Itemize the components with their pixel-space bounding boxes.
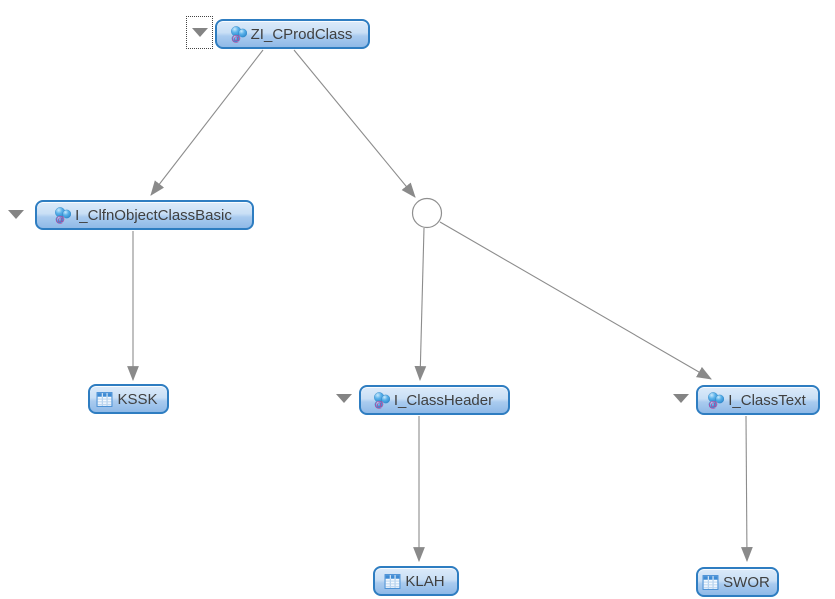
node-swor[interactable]: SWOR: [696, 567, 779, 597]
cds-view-icon: @: [707, 391, 725, 409]
table-icon: [96, 391, 113, 408]
node-label: I_ClassHeader: [393, 391, 494, 409]
collapse-triangle-icon: [7, 210, 24, 219]
node-label: I_ClassText: [728, 391, 806, 409]
node-label: KLAH: [405, 572, 445, 590]
svg-text:@: @: [56, 214, 65, 223]
svg-text:@: @: [374, 399, 383, 408]
node-i-classheader[interactable]: @ I_ClassHeader: [359, 385, 510, 415]
node-i-clfnobjectclassbasic[interactable]: @ I_ClfnObjectClassBasic: [35, 200, 254, 230]
edge-junction-to-iclasstext: [439, 221, 712, 380]
table-icon: [384, 573, 401, 590]
edge-junction-to-iclassheader: [414, 227, 427, 382]
edge-zicprodclass-to-iclfnobjectclassbasic: [150, 49, 264, 196]
node-i-classtext[interactable]: @ I_ClassText: [696, 385, 820, 415]
edge-iclasstext-to-swor: [741, 415, 753, 563]
edge-zicprodclass-to-junction: [293, 49, 416, 198]
cds-view-icon: @: [373, 391, 390, 409]
node-klah[interactable]: KLAH: [373, 566, 459, 596]
node-zi-cprodclass[interactable]: @ ZI_CProdClass: [215, 19, 370, 49]
node-label: I_ClfnObjectClassBasic: [75, 206, 232, 224]
collapse-triangle-icon: [672, 394, 689, 403]
collapse-triangle-icon: [191, 28, 208, 37]
expander-i-clfnobjectclassbasic[interactable]: [7, 209, 24, 220]
expander-i-classtext[interactable]: [672, 393, 689, 404]
expander-i-classheader[interactable]: [335, 393, 352, 404]
expander-zi-cprodclass[interactable]: [186, 16, 213, 49]
cds-view-icon: @: [230, 25, 247, 43]
collapse-triangle-icon: [335, 394, 352, 403]
node-label: ZI_CProdClass: [250, 25, 353, 43]
svg-text:@: @: [709, 399, 718, 408]
node-kssk[interactable]: KSSK: [88, 384, 169, 414]
junction-node[interactable]: [411, 197, 443, 229]
node-label: KSSK: [117, 390, 158, 408]
table-icon: [702, 574, 719, 591]
svg-text:@: @: [231, 33, 240, 42]
cds-view-icon: @: [54, 206, 72, 224]
node-label: SWOR: [723, 573, 770, 591]
